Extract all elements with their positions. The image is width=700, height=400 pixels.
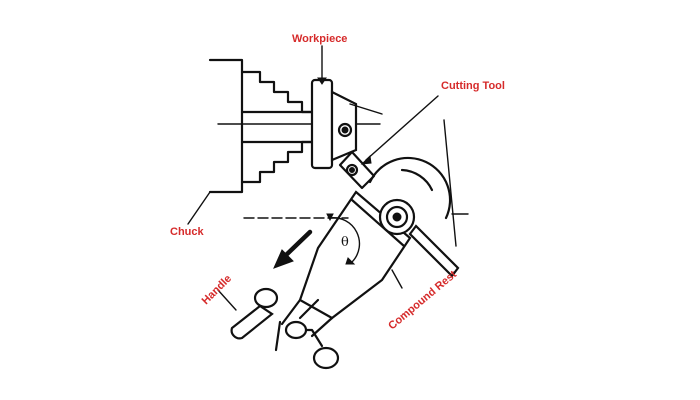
feed-direction-arrow [273, 229, 313, 269]
angle-arc [329, 217, 361, 263]
chuck-label: Chuck [170, 226, 205, 238]
cutting-tool-label: Cutting Tool [441, 80, 505, 92]
chuck-leader [187, 191, 211, 225]
cutting-tool [337, 122, 376, 190]
reference-line [443, 119, 457, 247]
compound-rest-leader [391, 269, 403, 289]
workpiece-label: Workpiece [292, 33, 347, 45]
handle [230, 287, 340, 370]
angle-symbol: θ [341, 235, 349, 250]
compound-rest [298, 156, 460, 338]
handle-leader [217, 289, 237, 311]
chuck [208, 58, 314, 194]
cutting-tool-leader [365, 95, 439, 161]
